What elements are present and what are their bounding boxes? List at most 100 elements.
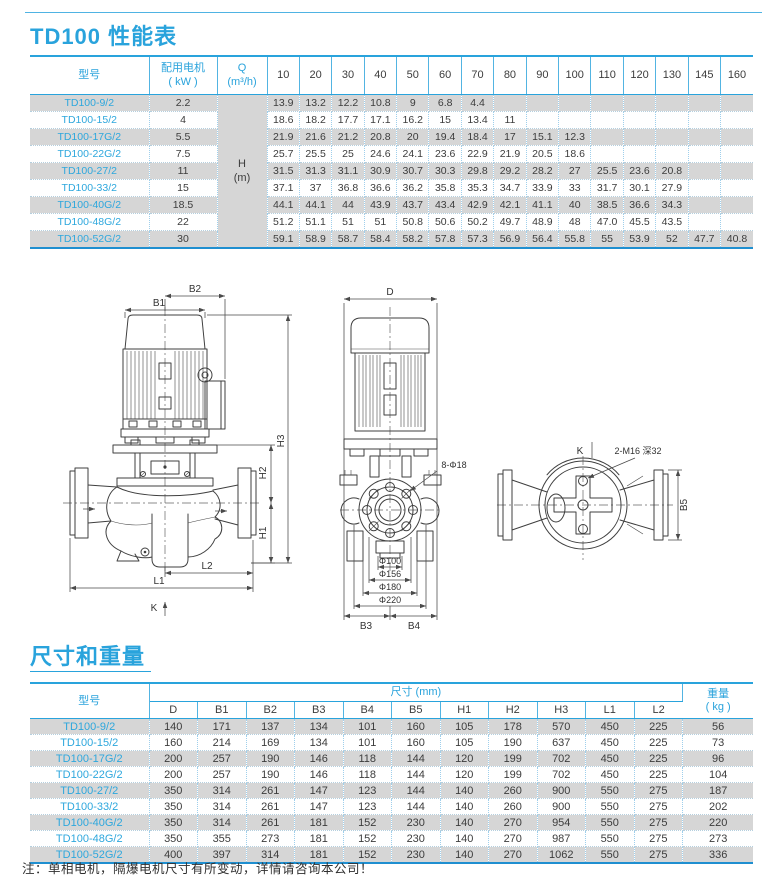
performance-header-row: 型号 配用电机 ( kW ) Q (m³/h) 10 20 30 40 50 6… [30,56,753,95]
col-header-flow: 60 [428,56,462,95]
dim-value-cell: 350 [149,798,198,815]
col-header-model: 型号 [30,683,150,719]
dimensions-letter-header-row: D B1 B2 B3 B4 B5 H1 H2 H3 L1 L2 [30,701,753,719]
head-value-cell: 13.4 [461,111,495,129]
col-header-flow: 145 [688,56,721,95]
head-value-cell [493,94,527,112]
head-value-cell: 12.2 [331,94,365,112]
dim-value-cell: 225 [634,766,684,783]
power-cell: 18.5 [149,196,218,214]
drawing-top-view: K 2-M16 深32 B5 [497,442,690,560]
head-value-cell: 31.3 [299,162,333,180]
drawing-side-view: D [339,287,467,632]
weight-cell: 56 [682,718,754,735]
dim-value-cell: 118 [343,750,392,767]
head-value-cell: 40 [558,196,592,214]
table-row: TD100-33/2 15 37.1 37 36.8 36.6 36.2 35.… [30,179,753,197]
dim-value-cell: 987 [537,830,586,847]
dim-value-cell: 190 [246,766,295,783]
dim-value-cell: 270 [488,814,538,831]
dim-value-cell: 350 [149,830,198,847]
dim-value-cell: 152 [343,846,392,864]
dim-value-cell: 450 [585,766,635,783]
head-value-cell: 58.9 [299,230,333,249]
head-value-cell: 48 [558,213,592,231]
head-value-cell: 58.7 [331,230,365,249]
dim-label-k: K [577,446,584,457]
dim-value-cell: 350 [149,814,198,831]
head-value-cell: 45.5 [623,213,657,231]
head-value-cell: 18.4 [461,128,495,146]
head-value-cell: 16.2 [396,111,430,129]
head-value-cell [623,111,657,129]
dim-value-cell: 160 [391,718,441,735]
dim-value-cell: 144 [391,782,441,799]
model-cell: TD100-27/2 [30,162,150,180]
dim-value-cell: 260 [488,782,538,799]
weight-cell: 187 [682,782,754,799]
model-cell: TD100-15/2 [30,734,150,751]
table-row: TD100-52G/2 30 59.1 58.9 58.7 58.4 58.2 … [30,230,753,249]
head-value-cell [623,128,657,146]
dim-value-cell: 140 [440,782,489,799]
dim-label-dia156: Φ156 [379,569,401,579]
head-value-cell [720,213,753,231]
model-cell: TD100-48G/2 [30,213,150,231]
dim-value-cell: 270 [488,846,538,864]
performance-table: 型号 配用电机 ( kW ) Q (m³/h) 10 20 30 40 50 6… [30,55,753,249]
dim-label-b3: B3 [360,621,373,632]
power-cell: 5.5 [149,128,218,146]
head-value-cell: 43.4 [428,196,462,214]
head-value-cell: 43.7 [396,196,430,214]
dim-value-cell: 550 [585,798,635,815]
dim-value-cell: 144 [391,766,441,783]
head-value-cell: 58.2 [396,230,430,249]
weight-cell: 336 [682,846,754,864]
dim-value-cell: 169 [246,734,295,751]
head-value-cell: 42.9 [461,196,495,214]
dim-value-cell: 230 [391,814,441,831]
head-value-cell: 17.1 [364,111,398,129]
head-value-cell: 9 [396,94,430,112]
head-value-cell: 43.9 [364,196,398,214]
col-header-flow: 100 [558,56,592,95]
dim-value-cell: 450 [585,750,635,767]
col-header-flow: 10 [267,56,300,95]
dim-value-cell: 118 [343,766,392,783]
head-value-cell: 50.6 [428,213,462,231]
head-value-cell: 20.8 [655,162,689,180]
head-value-cell [688,111,721,129]
head-value-cell: 35.3 [461,179,495,197]
drawing-front-view: B2 B1 H3 H2 H1 L2 L1 K [63,284,292,616]
head-value-cell [590,128,624,146]
col-header-dim: B2 [246,701,295,719]
head-value-cell: 47.0 [590,213,624,231]
head-value-cell: 59.1 [267,230,300,249]
model-cell: TD100-9/2 [30,718,150,735]
table-row: TD100-22G/2 200 257 190 146 118 144 120 … [30,766,754,783]
col-header-dim: L1 [585,701,635,719]
dim-value-cell: 570 [537,718,586,735]
head-value-cell [526,111,560,129]
head-value-cell: 34.7 [493,179,527,197]
head-value-cell: 30.7 [396,162,430,180]
dim-value-cell: 550 [585,782,635,799]
dim-value-cell: 140 [440,798,489,815]
col-header-flow: 20 [299,56,333,95]
power-cell: 15 [149,179,218,197]
model-cell: TD100-52G/2 [30,846,150,864]
dim-value-cell: 140 [440,814,489,831]
head-value-cell: 27.9 [655,179,689,197]
head-value-cell: 36.6 [364,179,398,197]
dim-label-b4: B4 [408,621,421,632]
dim-value-cell: 140 [149,718,198,735]
weight-cell: 73 [682,734,754,751]
dim-value-cell: 275 [634,830,684,847]
col-header-dim: H2 [488,701,538,719]
dim-label-h2: H2 [258,466,269,479]
head-value-cell: 51 [364,213,398,231]
dim-value-cell: 214 [197,734,247,751]
head-value-cell: 44.1 [299,196,333,214]
dim-value-cell: 261 [246,814,295,831]
table-row: TD100-27/2 350 314 261 147 123 144 140 2… [30,782,754,799]
